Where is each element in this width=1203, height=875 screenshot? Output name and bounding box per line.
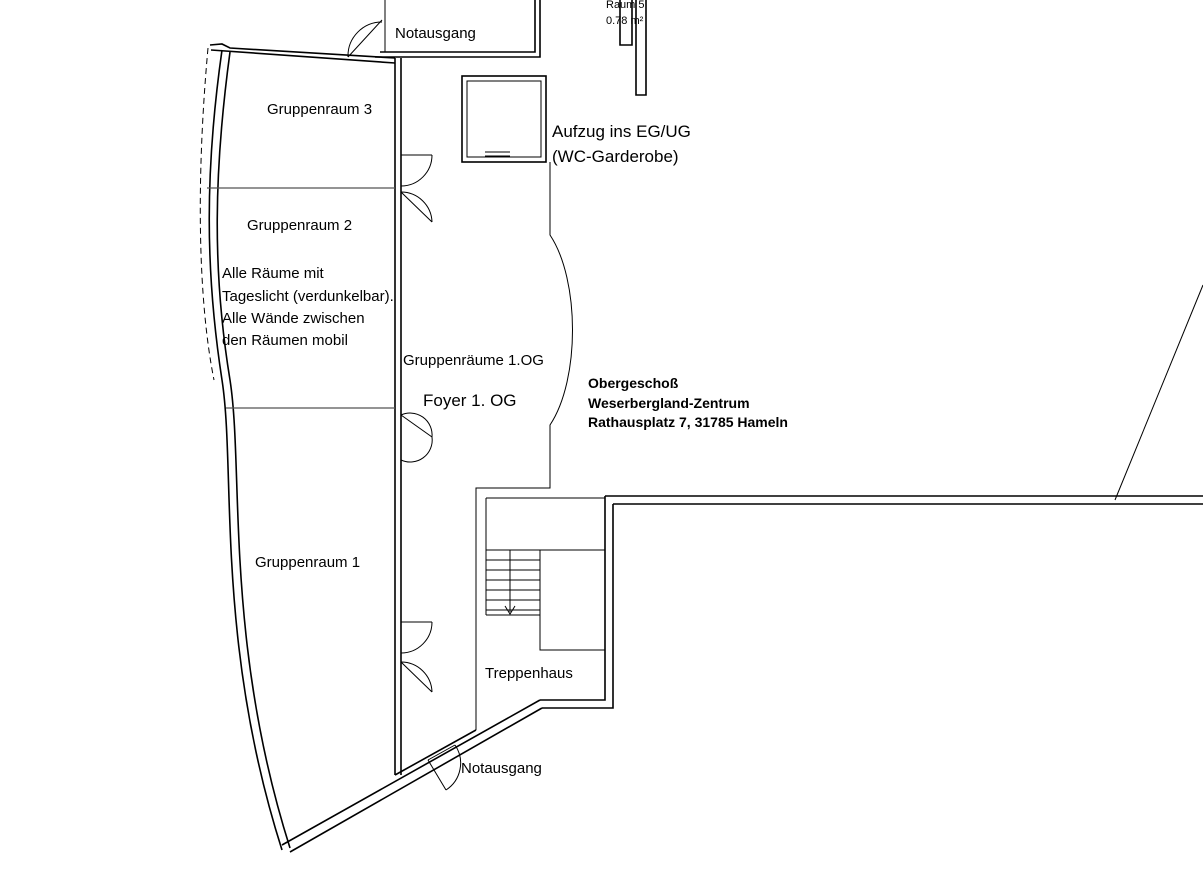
corridor-doors (400, 154, 433, 693)
title-line-1: Obergeschoß (588, 375, 679, 391)
note-line-2: Tageslicht (verdunkelbar). (222, 288, 394, 305)
treppenhaus-label: Treppenhaus (485, 665, 573, 682)
bottom-exit-door (427, 744, 462, 791)
gruppenraum-2-label: Gruppenraum 2 (247, 217, 352, 234)
foyer-east-wall (475, 162, 573, 730)
top-exit-label: Notausgang (395, 25, 476, 42)
top-exit-room-walls (375, 0, 541, 58)
elevator-label-line-2: (WC-Garderobe) (552, 147, 679, 166)
west-facade (199, 43, 396, 851)
gruppenraeume-og-label: Gruppenräume 1.OG (403, 352, 544, 369)
stairwell (485, 497, 606, 651)
south-facade (281, 699, 543, 853)
elevator-label-line-1: Aufzug ins EG/UG (552, 122, 691, 141)
gruppenraum-1-label: Gruppenraum 1 (255, 554, 360, 571)
corridor-wall (394, 58, 402, 775)
title-line-2: Weserbergland-Zentrum (588, 395, 750, 411)
note-line-1: Alle Räume mit (222, 265, 325, 282)
room5-walls (619, 0, 647, 96)
title-line-3: Rathausplatz 7, 31785 Hameln (588, 414, 788, 430)
room5-area-label: 0.78 m² (606, 15, 644, 27)
gruppenraum-3-label: Gruppenraum 3 (267, 101, 372, 118)
bottom-exit-label: Notausgang (461, 760, 542, 777)
east-building-walls (540, 284, 1203, 709)
note-line-4: den Räumen mobil (222, 332, 348, 349)
foyer-label: Foyer 1. OG (423, 391, 517, 410)
elevator-shaft (461, 75, 547, 163)
room5-name-label: Raum 5 (606, 0, 645, 11)
top-exit-door (347, 19, 383, 58)
note-line-3: Alle Wände zwischen (222, 310, 365, 327)
